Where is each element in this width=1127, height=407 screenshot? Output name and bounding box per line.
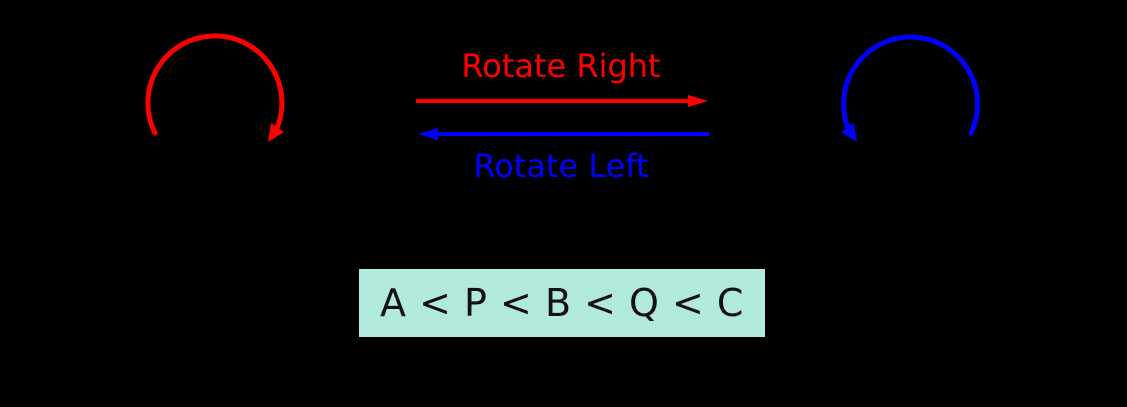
rotate-left-arrow [418,128,709,140]
ordering-text: A < P < B < Q < C [380,281,744,325]
left-rotation-arc-icon [145,33,285,142]
right-rotation-arc-icon [841,34,981,142]
rotate-right-arrow [416,95,708,107]
rotate-right-label: Rotate Right [461,47,660,85]
rotate-left-label: Rotate Left [473,147,648,185]
ordering-box-background [359,269,765,337]
